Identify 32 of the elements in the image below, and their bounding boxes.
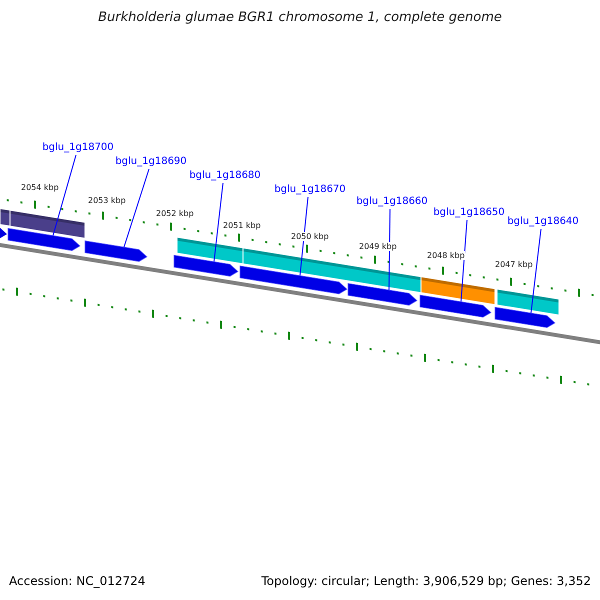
gene-feature (8, 228, 80, 251)
gene-feature (174, 254, 238, 277)
gene-label: bglu_1g18690 (115, 156, 187, 167)
scale-label: 2047 kbp (495, 260, 533, 269)
leader-line (300, 196, 308, 276)
leader-line (52, 154, 76, 236)
gene-label: bglu_1g18680 (189, 170, 261, 181)
gene-feature (348, 283, 418, 306)
footer-text: Accession: NC_012724 (9, 574, 146, 588)
footer-text: Topology: circular; Length: 3,906,529 bp; Genes: 3,352 (261, 574, 591, 588)
gene-label: bglu_1g18650 (433, 207, 505, 218)
scale-label: 2051 kbp (223, 221, 261, 230)
gene-feature (84, 240, 148, 262)
scale-label: 2048 kbp (427, 251, 465, 260)
scale-label: 2049 kbp (359, 242, 397, 251)
scale-label: 2050 kbp (291, 232, 329, 241)
scale-label: 2053 kbp (88, 196, 126, 205)
gene-feature (420, 294, 492, 318)
gene-label: bglu_1g18640 (507, 216, 579, 227)
gene-label: bglu_1g18700 (42, 142, 114, 153)
gene-feature (494, 306, 556, 328)
leader-line (214, 182, 224, 262)
diagram-title: Burkholderia glumae BGR1 chromosome 1, complete genome (98, 10, 502, 25)
gene-label: bglu_1g18670 (274, 184, 346, 195)
leader-line (124, 168, 150, 248)
gene-label: bglu_1g18660 (356, 196, 428, 207)
leader-line (460, 220, 468, 302)
scale-label: 2054 kbp (21, 183, 59, 192)
scale-label: 2052 kbp (156, 209, 194, 218)
leader-line (388, 208, 390, 291)
leader-line (530, 228, 542, 314)
gene-feature (240, 266, 348, 294)
